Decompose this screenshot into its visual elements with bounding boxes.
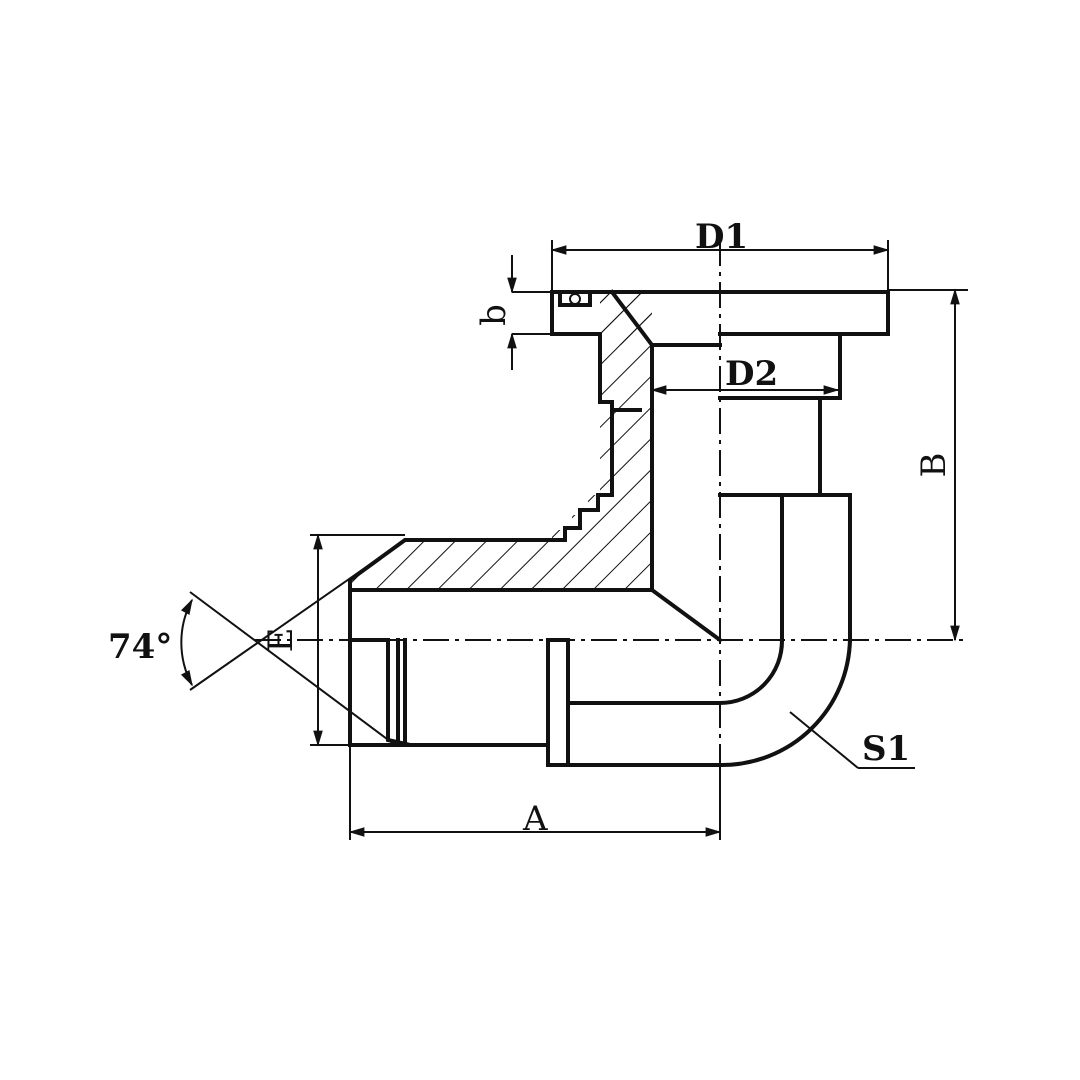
label-b-small: b xyxy=(474,304,514,326)
hatched-section xyxy=(350,292,652,590)
label-angle: 74° xyxy=(108,627,172,667)
s1-leader xyxy=(789,711,915,769)
center-lines xyxy=(255,240,965,835)
label-d2: D2 xyxy=(725,354,778,394)
dimension-b-small xyxy=(507,255,552,370)
dimension-a xyxy=(348,745,722,840)
label-a: A xyxy=(522,799,548,839)
label-d1: D1 xyxy=(695,217,748,257)
dimension-b-height xyxy=(888,288,968,642)
dimension-d1 xyxy=(550,240,890,290)
label-b-height: B xyxy=(914,453,954,478)
label-s1: S1 xyxy=(862,729,910,769)
elbow-bend xyxy=(566,637,853,767)
thread-end xyxy=(348,588,570,767)
label-e: E xyxy=(261,628,301,653)
cone-angle xyxy=(180,539,406,746)
